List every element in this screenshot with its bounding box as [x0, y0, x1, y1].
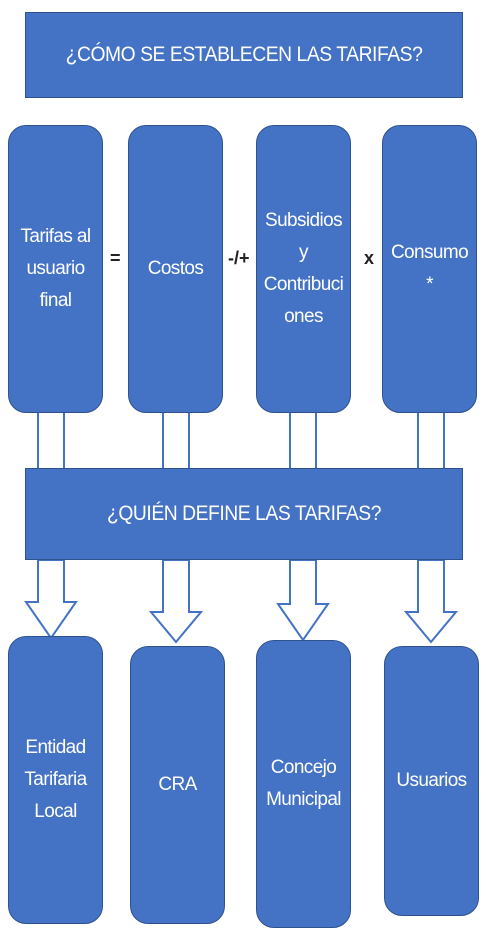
box-usuarios: Usuarios	[384, 646, 479, 916]
box-costos: Costos	[128, 125, 223, 413]
box-entity3-label: Concejo Municipal	[266, 757, 341, 810]
box-term1-label: Tarifas al usuario final	[20, 226, 91, 311]
box-term2-label: Costos	[147, 258, 204, 279]
box-tarifas-usuario-final: Tarifas al usuario final	[8, 125, 103, 413]
operator-minus-plus: -/+	[228, 248, 250, 268]
arrow-down-icon-4	[403, 559, 459, 644]
banner-how-label: ¿CÓMO SE ESTABLECEN LAS TARIFAS?	[65, 43, 423, 66]
box-entidad-tarifaria-local: Entidad Tarifaria Local	[8, 636, 103, 924]
banner-who-defines-tariffs: ¿QUIÉN DEFINE LAS TARIFAS?	[25, 468, 463, 560]
box-entity1-label: Entidad Tarifaria Local	[24, 737, 87, 822]
box-concejo-municipal: Concejo Municipal	[256, 640, 351, 928]
box-entity4-label: Usuarios	[396, 770, 467, 791]
box-entity2-label: CRA	[158, 774, 197, 795]
connector-bar-4	[417, 409, 445, 471]
connector-bar-3	[289, 409, 317, 471]
banner-who-label: ¿QUIÉN DEFINE LAS TARIFAS?	[107, 502, 381, 525]
box-cra: CRA	[130, 646, 225, 924]
arrow-down-icon-3	[276, 559, 330, 642]
operator-equals: =	[110, 248, 121, 268]
arrow-down-icon-1	[24, 559, 78, 640]
connector-bar-2	[162, 409, 190, 471]
operator-times: x	[364, 248, 375, 268]
box-term4-label: Consumo*	[390, 242, 469, 295]
arrow-down-icon-2	[148, 559, 204, 644]
banner-how-tariffs-established: ¿CÓMO SE ESTABLECEN LAS TARIFAS?	[25, 12, 463, 98]
box-consumo: Consumo*	[382, 125, 477, 413]
box-subsidios-contribuciones: Subsidios y Contribuciones	[256, 125, 351, 413]
box-term3-label: Subsidios y Contribuciones	[263, 210, 344, 327]
connector-bar-1	[37, 409, 65, 471]
